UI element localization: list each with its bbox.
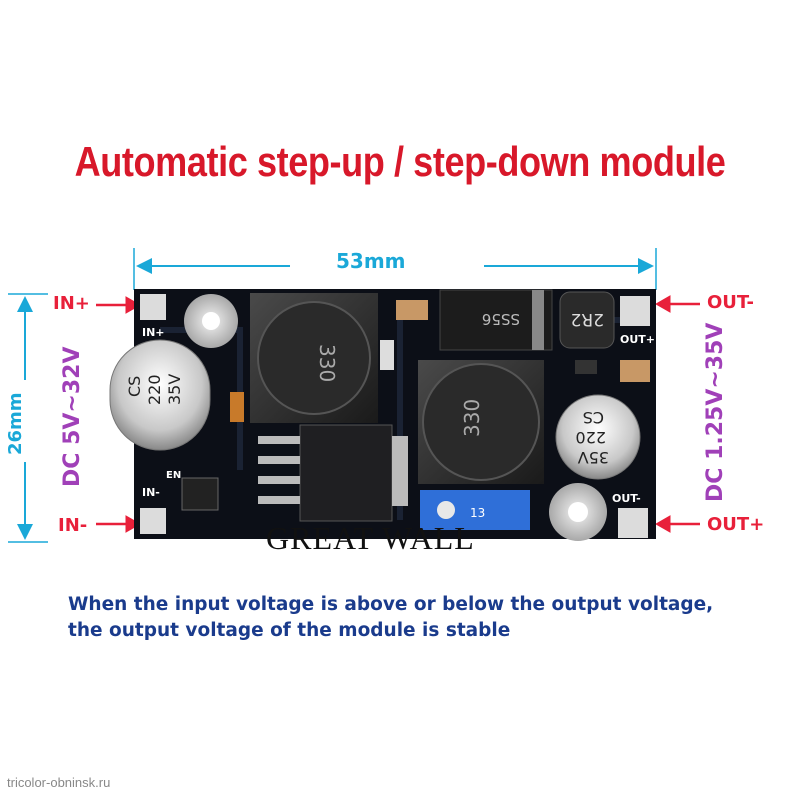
input-voltage-range: DC 5V~32V: [60, 346, 85, 487]
silkscreen-in-minus: IN-: [142, 486, 160, 499]
caption-line-1: When the input voltage is above or below…: [68, 594, 714, 615]
source-credit: tricolor-obninsk.ru: [7, 775, 111, 790]
silkscreen-out-plus: OUT+: [620, 333, 655, 346]
terminal-arrows: [96, 295, 700, 533]
pad-in-minus: [140, 508, 166, 534]
terminal-label-out-minus: OUT-: [707, 292, 755, 313]
ic-chip: [258, 424, 408, 522]
inductor-right: 330: [418, 360, 544, 484]
watermark: GREAT WALL: [266, 520, 475, 556]
svg-text:35V: 35V: [578, 448, 609, 467]
capacitor-right: 35V 220 CS: [555, 394, 641, 480]
svg-text:220: 220: [575, 428, 606, 447]
svg-text:330: 330: [460, 399, 484, 437]
caption: When the input voltage is above or below…: [68, 592, 713, 644]
silkscreen-in-plus: IN+: [142, 326, 165, 339]
pad-in-plus: [140, 294, 166, 320]
diode: SS56: [439, 289, 553, 351]
silkscreen-out-minus: OUT-: [612, 492, 641, 505]
svg-text:35V: 35V: [165, 374, 184, 405]
pad-out-minus: [620, 296, 650, 326]
svg-text:SS56: SS56: [482, 310, 520, 328]
height-dimension-label: 26mm: [5, 392, 26, 455]
pcb-board: CS 220 35V 330 SS56 2R2: [109, 289, 656, 541]
width-dimension-label: 53mm: [336, 249, 406, 273]
terminal-label-out-plus: OUT+: [707, 514, 765, 535]
potentiometer: 13: [420, 490, 530, 530]
terminal-label-in-plus: IN+: [53, 293, 90, 314]
svg-text:13: 13: [470, 506, 485, 520]
height-dimension-line: [8, 293, 48, 543]
pad-out-plus: [618, 508, 648, 538]
svg-text:2R2: 2R2: [571, 309, 604, 329]
svg-text:220: 220: [145, 374, 164, 405]
svg-text:CS: CS: [125, 376, 144, 397]
page-title: Automatic step-up / step-down module: [74, 138, 726, 185]
small-inductor: 2R2: [559, 291, 615, 349]
caption-line-2: the output voltage of the module is stab…: [68, 620, 511, 641]
capacitor-left: CS 220 35V: [109, 339, 211, 451]
inductor-left: 330: [250, 293, 378, 423]
silkscreen-en: EN: [166, 470, 181, 481]
svg-text:330: 330: [315, 344, 339, 382]
output-voltage-range: DC 1.25V~35V: [703, 322, 728, 502]
width-dimension-line: [133, 248, 657, 290]
terminal-label-in-minus: IN-: [58, 515, 88, 536]
svg-text:CS: CS: [583, 408, 604, 427]
